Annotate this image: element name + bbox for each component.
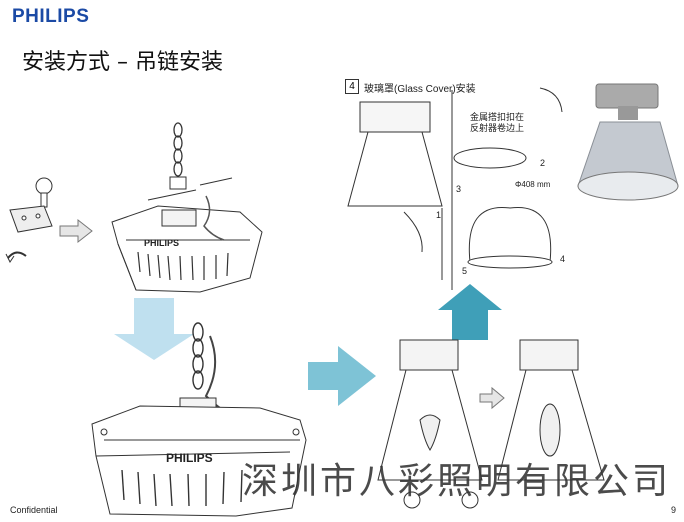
eyebolt-bracket-icon — [5, 177, 53, 263]
page-number: 9 — [671, 505, 677, 515]
step-label-3: 3 — [456, 184, 461, 194]
clip-note-line-2: 反射器卷边上 — [470, 123, 525, 133]
step-label-5: 5 — [462, 266, 467, 276]
slide-title: 安装方式 – 吊链安装 — [22, 50, 223, 75]
lamp-photo — [577, 83, 679, 201]
step-title: 玻璃罩(Glass Cover)安装 — [364, 84, 476, 95]
clip-note-line-1: 金属搭扣扣在 — [470, 112, 525, 122]
step-number-box: 4 — [345, 79, 359, 94]
step-label-2: 2 — [540, 158, 545, 168]
arrow-right-small-icon — [59, 218, 93, 244]
lamp-top-with-chain — [111, 122, 263, 293]
arrow-right-mid-icon — [308, 346, 376, 406]
lamp-bottom-brand: PHILIPS — [166, 451, 213, 465]
step-label-1: 1 — [436, 210, 441, 220]
arrow-down-light-icon — [114, 298, 194, 360]
confidential-label: Confidential — [10, 505, 58, 515]
step-label-4: 4 — [560, 254, 565, 264]
clip-note: 金属搭扣扣在 反射器卷边上 — [470, 112, 526, 134]
philips-logo: PHILIPS — [12, 6, 90, 27]
lamps-bulb-install — [377, 339, 605, 509]
glass-cover-step-panel — [347, 87, 563, 290]
lamp-bottom-with-chain — [91, 322, 307, 517]
lamp-top-brand: PHILIPS — [144, 238, 179, 248]
company-watermark: 深圳市八彩照明有限公司 — [242, 461, 672, 502]
diameter-label: Φ408 mm — [515, 180, 551, 189]
arrow-right-gray-icon — [479, 386, 505, 410]
arrow-up-dark-icon — [438, 284, 502, 340]
